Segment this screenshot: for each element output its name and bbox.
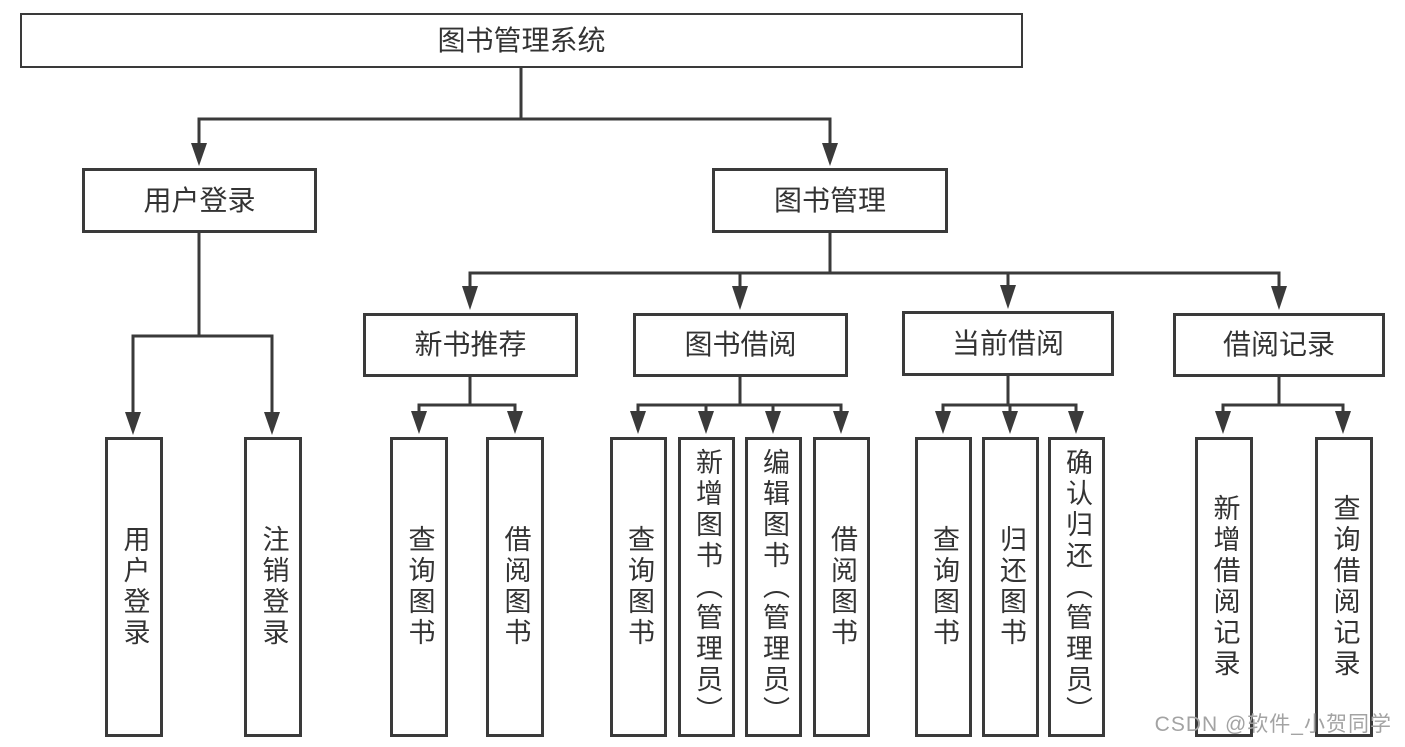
node-book-management: 图书管理 [712,168,948,233]
leaf-return-books: 归还图书 [982,437,1039,737]
leaf-edit-book-admin: 编辑图书（管理员） [745,437,802,737]
leaf-confirm-return-admin: 确认归还（管理员） [1048,437,1105,737]
leaf-user-login: 用户登录 [105,437,163,737]
leaf-borrow-books: 借阅图书 [813,437,870,737]
node-current-borrowing: 当前借阅 [902,311,1114,376]
leaf-add-book-admin: 新增图书（管理员） [678,437,735,737]
node-book-borrowing: 图书借阅 [633,313,848,377]
node-user-login: 用户登录 [82,168,317,233]
leaf-query-books-borrow: 查询图书 [610,437,667,737]
leaf-query-borrow-record: 查询借阅记录 [1315,437,1373,737]
node-borrowing-records: 借阅记录 [1173,313,1385,377]
leaf-logout: 注销登录 [244,437,302,737]
leaf-query-books-current: 查询图书 [915,437,972,737]
csdn-watermark: CSDN @软件_小贺同学 [1154,713,1392,736]
leaf-borrow-books-recommend: 借阅图书 [486,437,544,737]
node-new-book-recommend: 新书推荐 [363,313,578,377]
node-library-system: 图书管理系统 [20,13,1023,68]
leaf-query-books-recommend: 查询图书 [390,437,448,737]
leaf-add-borrow-record: 新增借阅记录 [1195,437,1253,737]
